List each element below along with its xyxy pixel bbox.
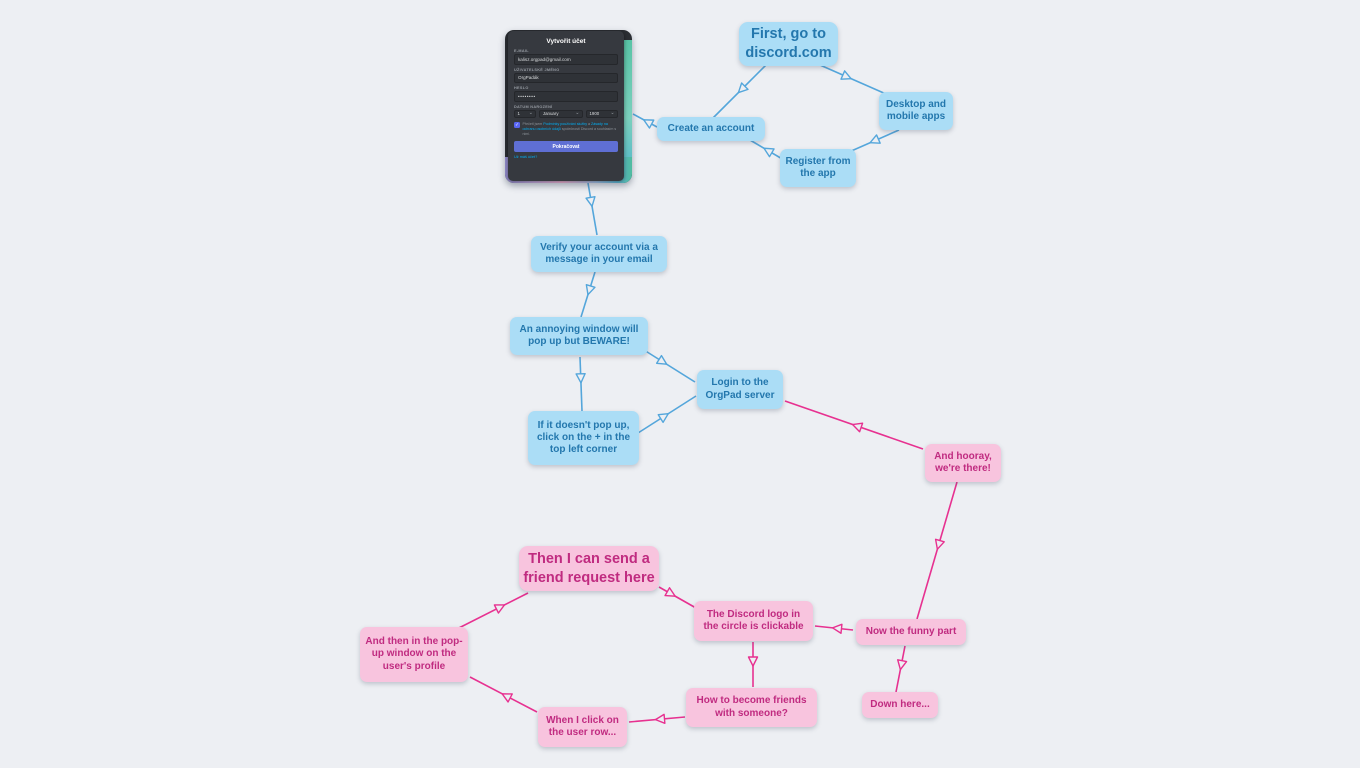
terms-row: ✓ Přečetl jsem Podmínky používání služby… xyxy=(514,122,618,137)
dob-day-select[interactable]: 1 ⌄ xyxy=(514,109,537,118)
node-and-then-popup[interactable]: And then in the pop-up window on the use… xyxy=(360,627,468,682)
node-label: If it doesn't pop up, click on the + in … xyxy=(536,419,631,456)
node-discord-signup-screenshot[interactable]: Vytvořit účet E-MAIL kalisz.orgpad@gmail… xyxy=(505,30,632,183)
terms-of-service-link[interactable]: Podmínky používání služby xyxy=(543,122,588,126)
dob-month-select[interactable]: January ⌄ xyxy=(539,109,583,118)
node-when-i-click-user-row[interactable]: When I click on the user row... xyxy=(538,707,627,747)
privacy-policy-link[interactable]: Zásady na ochranu osobních údajů xyxy=(522,122,608,132)
dob-label: DATUM NAROZENÍ xyxy=(514,104,553,109)
dob-row: 1 ⌄ January ⌄ 1900 ⌄ xyxy=(514,109,619,118)
node-label: And hooray, we're there! xyxy=(934,450,992,474)
node-annoying-window[interactable]: An annoying window will pop up but BEWAR… xyxy=(510,317,648,355)
email-label: E-MAIL xyxy=(514,49,529,53)
already-have-account-link[interactable]: Už máš účet? xyxy=(514,154,538,159)
node-label: First, go to discord.com xyxy=(745,26,832,61)
dob-year-select[interactable]: 1900 ⌄ xyxy=(585,109,619,118)
terms-prefix: Přečetl jsem xyxy=(522,122,544,126)
node-label: An annoying window will pop up but BEWAR… xyxy=(519,323,639,347)
terms-suffix: společnosti Discord a souhlasím s nimi. xyxy=(522,127,617,137)
chevron-down-icon: ⌄ xyxy=(575,110,580,117)
node-now-the-funny-part[interactable]: Now the funny part xyxy=(856,619,966,645)
node-label: Login to the OrgPad server xyxy=(705,377,775,401)
node-desktop-and-mobile-apps[interactable]: Desktop and mobile apps xyxy=(879,92,953,130)
node-label: And then in the pop-up window on the use… xyxy=(365,636,463,672)
password-field[interactable]: •••••••• xyxy=(514,91,618,102)
node-label: Create an account xyxy=(667,122,755,134)
node-register-from-the-app[interactable]: Register from the app xyxy=(780,149,856,187)
node-label: The Discord logo in the circle is clicka… xyxy=(703,608,804,632)
password-label: HESLO xyxy=(514,86,529,90)
dob-month-value: January xyxy=(542,111,559,117)
node-label: Then I can send a friend request here xyxy=(523,550,655,586)
terms-middle: a xyxy=(587,122,592,126)
register-card-title: Vytvořit účet xyxy=(546,38,586,45)
node-then-i-can-send[interactable]: Then I can send a friend request here xyxy=(519,546,659,591)
node-if-it-doesnt-pop-up[interactable]: If it doesn't pop up, click on the + in … xyxy=(528,411,639,465)
node-label: Register from the app xyxy=(785,155,851,179)
node-first-go-to-discord[interactable]: First, go to discord.com xyxy=(739,22,838,66)
dob-year-value: 1900 xyxy=(589,111,600,117)
node-label: Verify your account via a message in you… xyxy=(540,241,658,265)
node-down-here[interactable]: Down here... xyxy=(862,692,938,718)
email-field[interactable]: kalisz.orgpad@gmail.com xyxy=(514,54,618,65)
discord-register-card: Vytvořit účet E-MAIL kalisz.orgpad@gmail… xyxy=(508,31,624,181)
node-how-to-become-friends[interactable]: How to become friends with someone? xyxy=(686,688,817,727)
continue-button[interactable]: Pokračovat xyxy=(514,141,618,153)
node-label: Desktop and mobile apps xyxy=(885,98,946,122)
username-field[interactable]: OrgPadák xyxy=(514,72,618,83)
username-label: UŽIVATELSKÉ JMÉNO xyxy=(514,67,560,72)
node-create-an-account[interactable]: Create an account xyxy=(657,117,765,141)
terms-text: Přečetl jsem Podmínky používání služby a… xyxy=(523,122,619,137)
node-discord-logo-clickable[interactable]: The Discord logo in the circle is clicka… xyxy=(694,601,813,641)
chevron-down-icon: ⌄ xyxy=(528,110,533,117)
screenshot-background-art xyxy=(622,40,632,170)
dob-day-value: 1 xyxy=(517,111,520,117)
node-label: Now the funny part xyxy=(865,625,957,637)
node-and-hooray[interactable]: And hooray, we're there! xyxy=(925,444,1001,482)
node-label: Down here... xyxy=(870,698,930,710)
chevron-down-icon: ⌄ xyxy=(610,110,615,117)
node-label: How to become friends with someone? xyxy=(696,695,807,719)
checkmark-icon: ✓ xyxy=(515,121,519,127)
node-login-orgpad-server[interactable]: Login to the OrgPad server xyxy=(697,370,783,409)
node-label: When I click on the user row... xyxy=(546,714,619,738)
terms-checkbox[interactable]: ✓ xyxy=(514,122,520,128)
node-verify-your-account[interactable]: Verify your account via a message in you… xyxy=(531,236,667,272)
